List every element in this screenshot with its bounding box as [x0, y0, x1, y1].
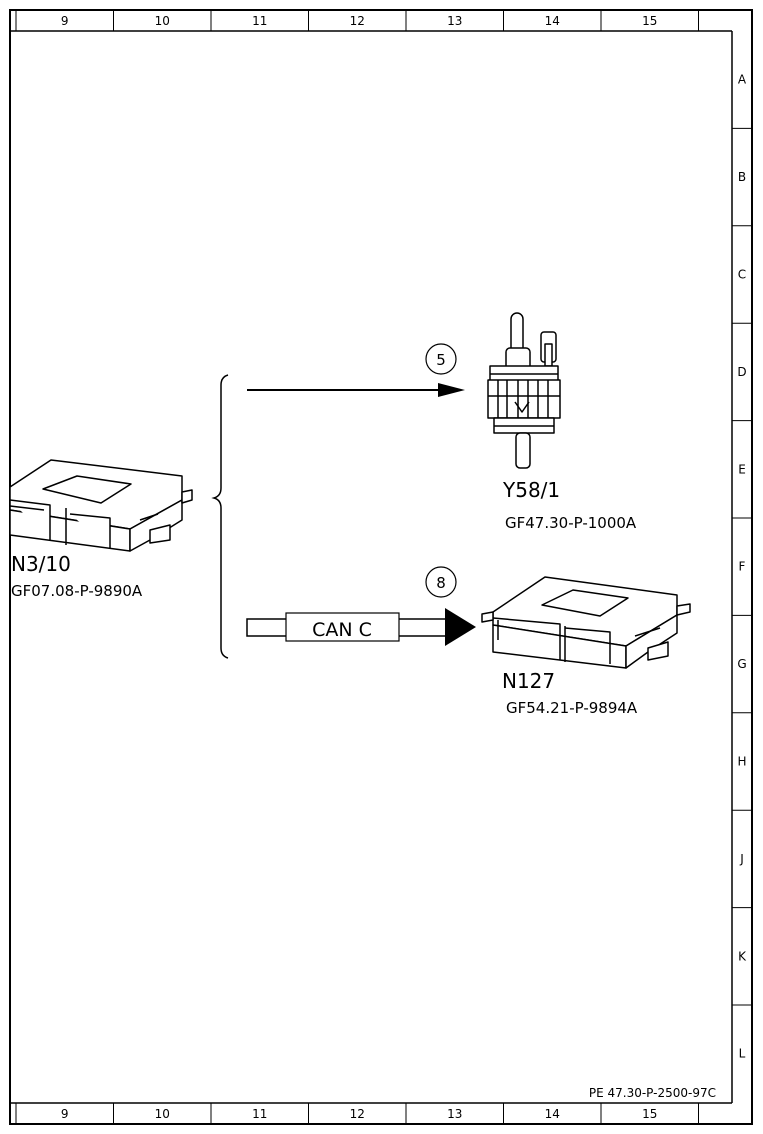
n127-id: N127 [502, 669, 555, 693]
column-label: 11 [252, 14, 267, 28]
row-label: C [738, 268, 746, 282]
row-label: F [739, 560, 746, 574]
can-label-box [285, 612, 400, 642]
row-label: J [739, 852, 744, 866]
y58-1-id: Y58/1 [502, 478, 560, 502]
column-label: 12 [350, 14, 365, 28]
column-labels-bottom: 9 10 11 12 13 14 15 [61, 1107, 657, 1121]
column-label: 12 [350, 1107, 365, 1121]
column-label: 15 [642, 14, 657, 28]
column-label: 9 [61, 14, 69, 28]
column-label: 15 [642, 1107, 657, 1121]
row-label: L [739, 1047, 746, 1061]
column-label: 11 [252, 1107, 267, 1121]
row-label: G [737, 657, 746, 671]
row-label: E [738, 462, 746, 476]
row-label: D [737, 365, 746, 379]
row-label: K [738, 949, 747, 963]
column-label: 13 [447, 14, 462, 28]
row-separators [732, 127, 752, 1006]
signal-arrow-5 [247, 383, 465, 397]
can-bus-arrow-8: CAN C [246, 608, 476, 646]
column-label: 9 [61, 1107, 69, 1121]
control-unit-n127-icon [481, 576, 691, 669]
n127-ref: GF54.21-P-9894A [506, 699, 638, 717]
callout-8-number: 8 [436, 574, 446, 592]
valve-y58-1-icon [487, 312, 561, 469]
column-label: 14 [545, 1107, 560, 1121]
row-label: H [737, 755, 746, 769]
column-label: 10 [155, 14, 170, 28]
callout-8: 8 [425, 566, 457, 598]
drawing-frame [9, 9, 753, 1125]
branch-brace [211, 374, 229, 659]
row-label: A [738, 73, 747, 87]
y58-1-ref: GF47.30-P-1000A [505, 514, 637, 532]
document-reference: PE 47.30-P-2500-97C [589, 1086, 716, 1100]
n3-10-ref: GF07.08-P-9890A [11, 582, 143, 600]
row-label: B [738, 170, 746, 184]
can-bus-label: CAN C [312, 619, 372, 641]
row-labels: A B C D E F G H J K L [737, 73, 747, 1061]
callout-5-number: 5 [436, 351, 446, 369]
column-label: 10 [155, 1107, 170, 1121]
callout-5: 5 [425, 343, 457, 375]
column-label: 14 [545, 14, 560, 28]
column-separators [15, 10, 699, 1124]
n3-10-id: N3/10 [11, 552, 71, 576]
column-labels-top: 9 10 11 12 13 14 15 [61, 14, 657, 28]
control-unit-n3-10-icon [9, 459, 193, 552]
column-label: 13 [447, 1107, 462, 1121]
